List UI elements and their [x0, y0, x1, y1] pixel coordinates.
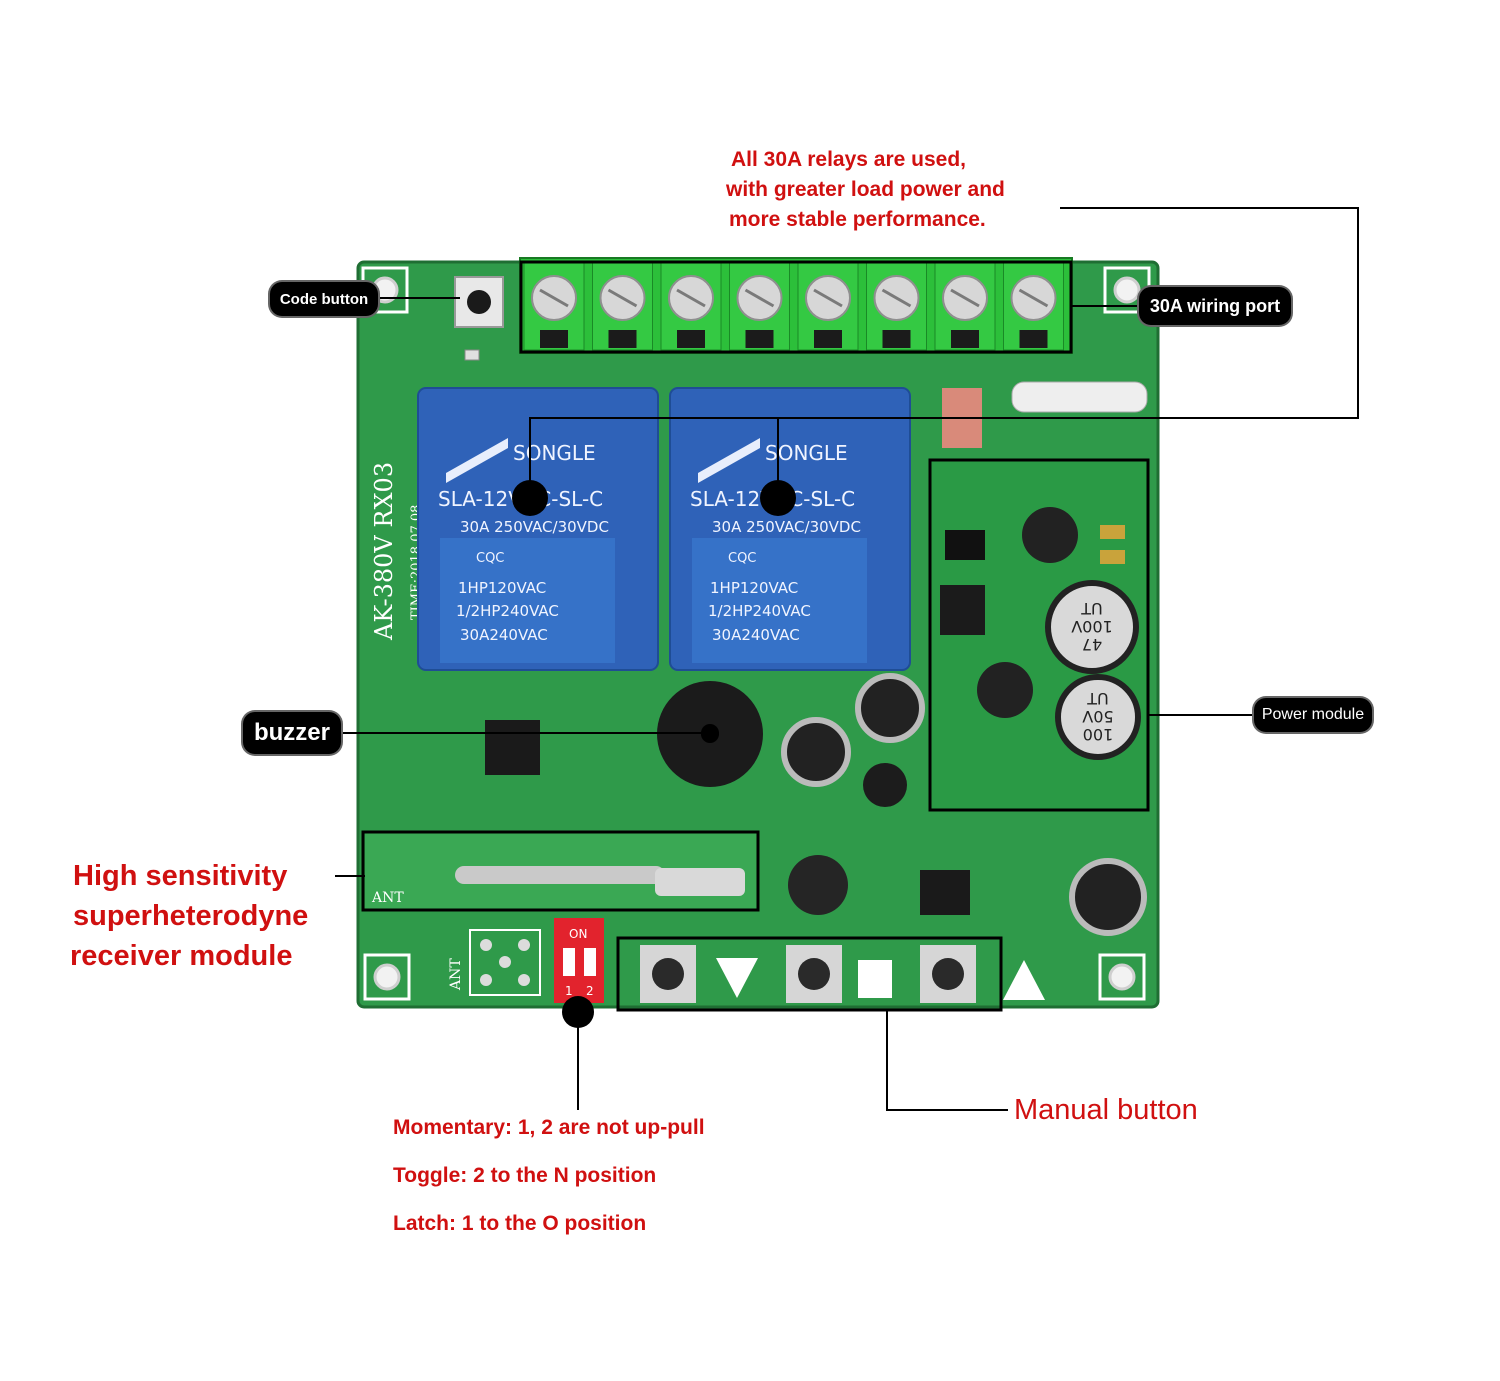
relay-rating-text: 30A 250VAC/30VDC	[460, 518, 609, 536]
terminal-screw	[729, 261, 790, 351]
dip-note-latch: Latch: 1 to the O position	[393, 1212, 647, 1235]
main-capacitor-3	[1069, 858, 1147, 936]
manual-buttons	[640, 945, 1045, 1003]
dip-note-momentary: Momentary: 1, 2 are not up-pull	[393, 1116, 705, 1139]
capacitor-label-text: 100	[1083, 725, 1114, 744]
power-module-label: Power module	[1254, 698, 1372, 732]
relay-spec-text: 30A240VAC	[460, 626, 548, 644]
relay-note: All 30A relays are used, with greater lo…	[726, 145, 1005, 235]
manual-button-label: Manual button	[1014, 1094, 1198, 1126]
code-button-component	[454, 276, 504, 328]
stop-square-icon	[858, 960, 892, 998]
receiver-highlight	[361, 830, 760, 912]
main-capacitor-2	[855, 673, 925, 743]
receiver-label-line-1: High sensitivity	[73, 860, 288, 892]
controller-chip	[485, 720, 540, 775]
relay-spec-text: 1/2HP240VAC	[708, 602, 811, 620]
capacitor-label-text: 100V	[1071, 617, 1113, 636]
inductor-coil	[788, 855, 848, 915]
wiring-port-label: 30A wiring port	[1139, 287, 1291, 325]
dip-switch-marker	[562, 996, 594, 1028]
relay-note-line-1: All 30A relays are used,	[731, 148, 967, 171]
capacitor-label-text: UT	[1081, 599, 1103, 618]
mounting-hole-bottom-left	[363, 953, 411, 1001]
terminal-block	[519, 257, 1073, 354]
relay-rating-text: 30A 250VAC/30VDC	[712, 518, 861, 536]
relay-2-marker	[760, 480, 796, 516]
relay-brand-text: SONGLE	[513, 441, 596, 465]
buzzer-label: buzzer	[243, 712, 341, 754]
receiver-ant-text: ANT	[371, 890, 404, 906]
leader-lines	[335, 207, 1359, 1111]
relay-note-line-3: more stable performance.	[729, 208, 986, 231]
relay-spec-text: 1HP120VAC	[458, 579, 546, 597]
power-resistor	[1011, 381, 1148, 413]
relay-note-line-2: with greater load power and	[726, 178, 1005, 201]
terminal-screw	[592, 261, 653, 351]
main-capacitor-1	[781, 717, 851, 787]
receiver-label-line-3: receiver module	[70, 940, 293, 972]
terminal-screw	[934, 261, 996, 351]
dip-1-text: 1	[565, 984, 573, 998]
ant-text: ANT	[448, 958, 464, 991]
terminal-screw	[866, 261, 927, 351]
code-button-label: Code button	[270, 282, 378, 316]
receiver-module-component: ANT	[365, 832, 758, 910]
manual-buttons-highlight	[616, 936, 1003, 1012]
wiring-port-highlight	[519, 260, 1073, 354]
receiver-label-line-2: superheterodyne	[73, 900, 309, 932]
down-arrow-icon	[716, 958, 758, 998]
dip-2-text: 2	[586, 984, 594, 998]
board-model-text: AK-380V RX03	[370, 462, 398, 641]
led-indicator	[464, 349, 480, 361]
capacitor-label-text: 50V	[1082, 707, 1113, 726]
buzzer-marker	[701, 724, 719, 742]
antenna-pads	[469, 929, 541, 996]
terminal-screw	[523, 261, 585, 351]
up-arrow-icon	[1003, 960, 1045, 1000]
transistor	[863, 763, 907, 807]
dip-switch: ON 1 2	[554, 918, 604, 1003]
relay-cert-text: CQC	[476, 551, 504, 566]
receiver-label: High sensitivity superheterodyne receive…	[70, 856, 308, 976]
regulator-chip	[920, 870, 970, 915]
relay-spec-text: 30A240VAC	[712, 626, 800, 644]
relay-1-marker	[512, 480, 548, 516]
capacitor-label-text: UT	[1087, 689, 1109, 708]
mounting-hole-bottom-right	[1098, 953, 1146, 1001]
dip-on-text: ON	[569, 927, 587, 941]
terminal-screw	[660, 261, 722, 351]
dip-notes: Momentary: 1, 2 are not up-pull Toggle: …	[393, 1116, 705, 1236]
terminal-screw	[1003, 261, 1064, 351]
terminal-screw	[797, 261, 859, 351]
power-module-highlight	[928, 458, 1150, 812]
capacitor-label-text: 47	[1082, 635, 1102, 654]
relay-spec-text: 1HP120VAC	[710, 579, 798, 597]
relay-cert-text: CQC	[728, 551, 756, 566]
dip-note-toggle: Toggle: 2 to the N position	[393, 1164, 657, 1187]
relay-spec-text: 1/2HP240VAC	[456, 602, 559, 620]
